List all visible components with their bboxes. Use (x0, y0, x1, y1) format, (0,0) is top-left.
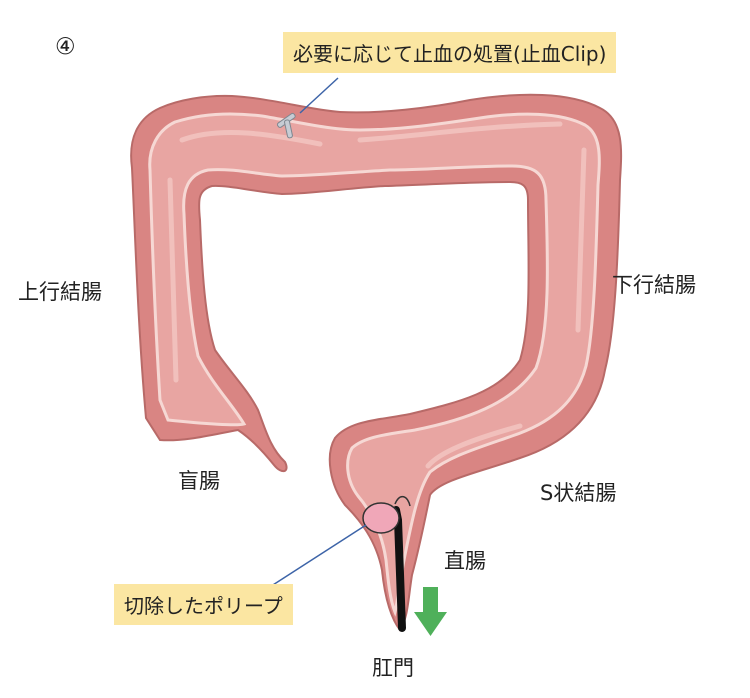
resected-polyp (362, 495, 411, 534)
polyp-leader-line (261, 524, 367, 593)
hemostasis-callout: 必要に応じて止血の処置(止血Clip) (283, 32, 617, 73)
step-marker: ④ (55, 34, 76, 60)
hemostatic-clip-icon (276, 112, 296, 139)
colon-body (130, 93, 623, 632)
label-ascending-colon: 上行結腸 (18, 280, 102, 304)
polyp-callout: 切除したポリープ (114, 584, 293, 625)
hemostasis-leader-line (299, 77, 339, 114)
label-cecum: 盲腸 (178, 469, 220, 493)
down-arrow-icon (414, 587, 447, 636)
colon-inner-highlight (167, 121, 587, 469)
label-sigmoid-colon: S状結腸 (540, 481, 617, 505)
label-rectum: 直腸 (444, 549, 486, 573)
label-descending-colon: 下行結腸 (612, 273, 696, 297)
label-anus: 肛門 (372, 656, 414, 680)
